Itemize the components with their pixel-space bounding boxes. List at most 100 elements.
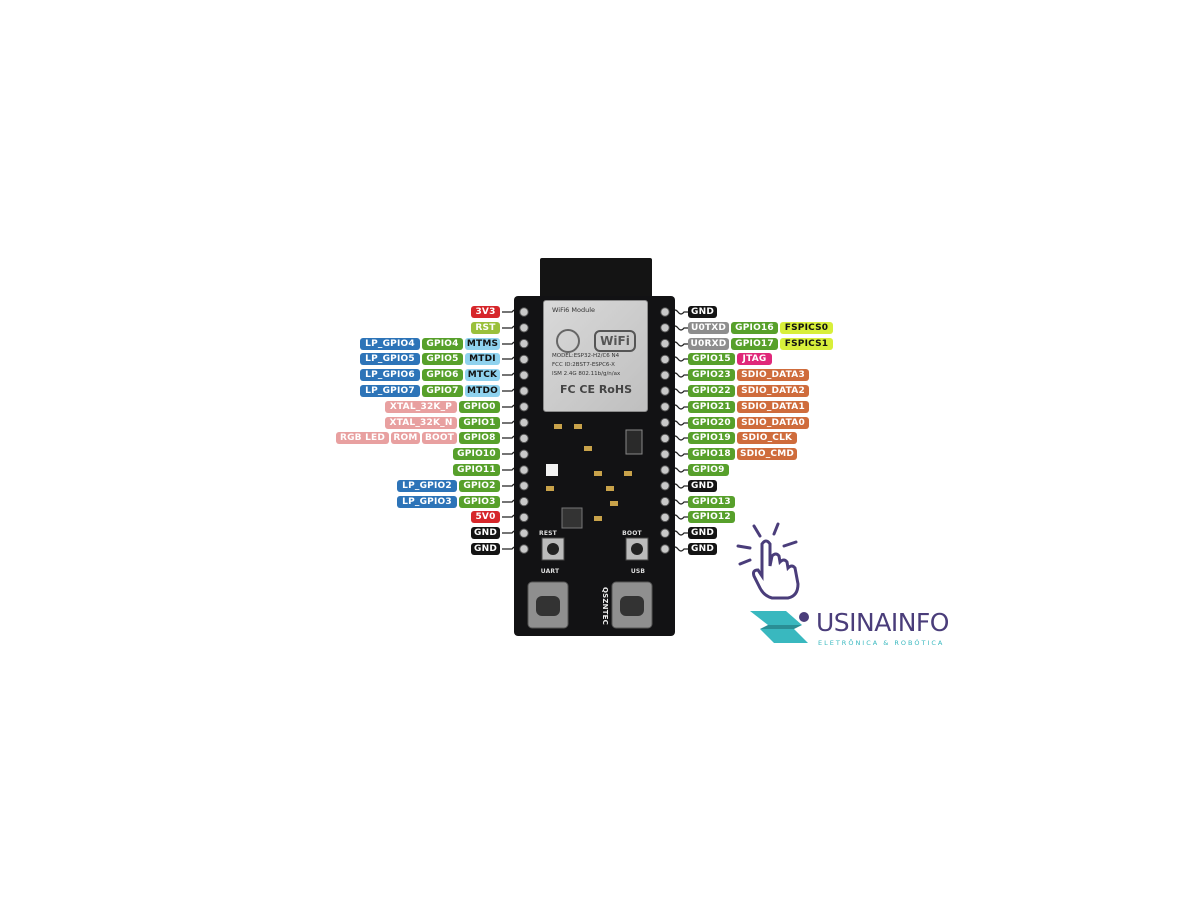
right-pin-4-label-2: JTAG bbox=[737, 353, 772, 365]
cert-marks: FC CE RoHS bbox=[560, 383, 632, 396]
left-pin-10-label-1: GPIO10 bbox=[453, 448, 500, 460]
left-header-pin bbox=[519, 338, 529, 349]
smd-component bbox=[546, 486, 554, 491]
right-header-pin bbox=[660, 354, 670, 365]
usinainfo-logo-mark bbox=[750, 611, 809, 643]
maker-label: QSZNTEC bbox=[601, 586, 609, 626]
left-pin-5-label-2: GPIO6 bbox=[422, 369, 463, 381]
left-pin-8-label-1: XTAL_32K_N bbox=[385, 417, 457, 429]
module-line-1: MODEL:ESP32-H2/C6 N4 bbox=[552, 353, 620, 359]
usb-c-uart-opening bbox=[536, 596, 560, 616]
right-header-pin bbox=[660, 433, 670, 444]
module-line-2: FCC ID:2BST7-ESPC6-X bbox=[552, 362, 615, 368]
module-title: WiFi6 Module bbox=[552, 306, 595, 314]
usb-label: USB bbox=[630, 568, 646, 575]
right-pin-4-label-1: GPIO15 bbox=[688, 353, 735, 365]
left-pin-8-label-2: GPIO1 bbox=[459, 417, 500, 429]
right-pin-7-label-1: GPIO21 bbox=[688, 401, 735, 413]
right-pin-2-label-1: U0TXD bbox=[688, 322, 729, 334]
wifi-logo: WiFi bbox=[594, 330, 636, 352]
uart-label: UART bbox=[540, 568, 560, 575]
left-header-pin bbox=[519, 370, 529, 380]
right-pin-14-label-1: GPIO12 bbox=[688, 511, 735, 523]
left-pin-15-label-1: GND bbox=[471, 527, 500, 539]
left-header-pin bbox=[519, 528, 529, 538]
left-pin-13-label-2: GPIO3 bbox=[459, 496, 500, 508]
left-header-pin bbox=[519, 544, 529, 554]
right-pin-12-label-1: GND bbox=[688, 480, 717, 492]
right-header-pin bbox=[660, 512, 670, 523]
left-header-pin bbox=[519, 465, 529, 475]
right-pin-16-label-1: GND bbox=[688, 543, 717, 555]
right-pin-5-label-1: GPIO23 bbox=[688, 369, 735, 381]
left-pin-7-label-2: GPIO0 bbox=[459, 401, 500, 413]
right-pin-15-label-1: GND bbox=[688, 527, 717, 539]
rgb-led bbox=[546, 464, 558, 476]
left-pin-4-label-2: GPIO5 bbox=[422, 353, 463, 365]
smd-component bbox=[594, 471, 602, 476]
left-pin-7-label-1: XTAL_32K_P bbox=[385, 401, 457, 413]
right-header-pin bbox=[660, 370, 670, 380]
left-pin-12-label-1: LP_GPIO2 bbox=[397, 480, 457, 492]
smd-component bbox=[584, 446, 592, 451]
left-pin-5-label-3: MTCK bbox=[465, 369, 500, 381]
left-header-pin bbox=[519, 402, 529, 412]
left-pin-9-label-1: RGB LED bbox=[336, 432, 389, 444]
left-pin-9-label-4: GPIO8 bbox=[459, 432, 500, 444]
smd-component bbox=[594, 516, 602, 521]
right-header-pin bbox=[660, 544, 670, 554]
left-pin-9-label-3: BOOT bbox=[422, 432, 457, 444]
left-pin-6-label-3: MTDO bbox=[465, 385, 500, 397]
left-header-pin bbox=[519, 386, 529, 396]
left-pin-9-label-2: ROM bbox=[391, 432, 420, 444]
reset-button-cap bbox=[547, 543, 559, 555]
right-pin-1-label-1: GND bbox=[688, 306, 717, 318]
antenna bbox=[540, 258, 652, 302]
smd-component bbox=[624, 471, 632, 476]
left-pin-6-label-2: GPIO7 bbox=[422, 385, 463, 397]
left-pin-4-label-3: MTDI bbox=[465, 353, 500, 365]
module-line-3: ISM 2.4G 802.11b/g/n/ax bbox=[552, 371, 621, 377]
left-pin-3-label-1: LP_GPIO4 bbox=[360, 338, 420, 350]
right-header-pin bbox=[660, 338, 670, 349]
right-pin-3-label-1: U0RXD bbox=[688, 338, 729, 350]
reset-label: REST bbox=[539, 530, 557, 537]
left-header-pin bbox=[519, 481, 529, 491]
right-pin-6-label-2: SDIO_DATA2 bbox=[737, 385, 809, 397]
dev-board bbox=[514, 296, 675, 636]
right-header-pin bbox=[660, 386, 670, 396]
boot-button-cap bbox=[631, 543, 643, 555]
left-pin-13-label-1: LP_GPIO3 bbox=[397, 496, 457, 508]
left-header-pin bbox=[519, 449, 529, 459]
left-pin-6-label-1: LP_GPIO7 bbox=[360, 385, 420, 397]
board-components bbox=[519, 307, 670, 629]
right-pin-3-label-3: FSPICS1 bbox=[780, 338, 833, 350]
right-pin-8-label-2: SDIO_DATA0 bbox=[737, 417, 809, 429]
smd-component bbox=[606, 486, 614, 491]
voltage-regulator bbox=[625, 429, 643, 455]
right-pin-13-label-1: GPIO13 bbox=[688, 496, 735, 508]
left-pin-3-label-3: MTMS bbox=[465, 338, 500, 350]
wifi-module: WiFi6 Module WiFi MODEL:ESP32-H2/C6 N4 F… bbox=[543, 300, 648, 412]
left-pin-1-label-1: 3V3 bbox=[471, 306, 500, 318]
right-header-pin bbox=[660, 402, 670, 412]
left-header-pin bbox=[519, 307, 529, 317]
right-header-pin bbox=[660, 417, 670, 428]
right-pin-10-label-2: SDIO_CMD bbox=[737, 448, 797, 460]
right-header-pin bbox=[660, 323, 670, 333]
right-header-pin bbox=[660, 481, 670, 491]
right-header-pin bbox=[660, 496, 670, 507]
left-pin-2-label-1: RST bbox=[471, 322, 500, 334]
right-pin-5-label-2: SDIO_DATA3 bbox=[737, 369, 809, 381]
left-pin-3-label-2: GPIO4 bbox=[422, 338, 463, 350]
right-pin-3-label-2: GPIO17 bbox=[731, 338, 778, 350]
right-pin-2-label-2: GPIO16 bbox=[731, 322, 778, 334]
tap-hand-icon bbox=[736, 522, 800, 600]
brand-name: USINAINFO bbox=[816, 608, 949, 637]
smd-component bbox=[610, 501, 618, 506]
left-pin-14-label-1: 5V0 bbox=[471, 511, 500, 523]
right-pin-6-label-1: GPIO22 bbox=[688, 385, 735, 397]
right-pin-11-label-1: GPIO9 bbox=[688, 464, 729, 476]
left-header-pin bbox=[519, 323, 529, 333]
